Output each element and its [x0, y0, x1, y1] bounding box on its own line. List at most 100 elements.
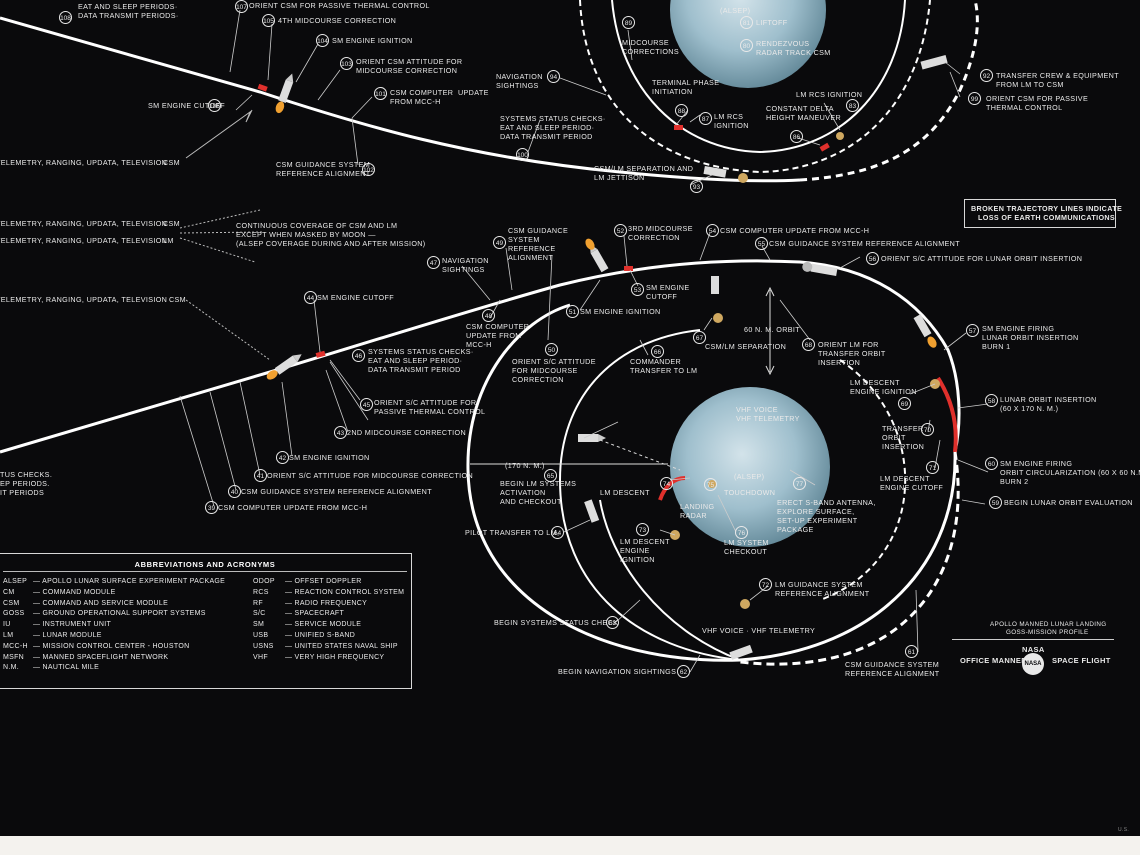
abbreviation-meaning: — LUNAR MODULE: [33, 632, 102, 639]
abbreviation-code: RCS: [253, 588, 269, 596]
lm-icon-93: [738, 173, 748, 183]
step-number-58: 58: [985, 394, 998, 407]
step-number-57: 57: [966, 324, 979, 337]
step-number-108: 108: [59, 11, 72, 24]
channel-target: LM: [163, 236, 174, 245]
abbreviation-meaning: — UNITED STATES NAVAL SHIP: [285, 642, 398, 650]
step-label-105: 4TH MIDCOURSE CORRECTION: [278, 16, 397, 25]
step-number-51: 51: [566, 305, 579, 318]
orbit-60-arrow-head-top: [765, 286, 775, 297]
step-number-87: 87: [699, 112, 712, 125]
mission-title: APOLLO MANNED LUNAR LANDING: [990, 621, 1107, 628]
abbreviation-code: CM: [3, 588, 15, 596]
step-label-47: NAVIGATION SIGHTINGS: [442, 256, 489, 274]
nasa-logo-icon: NASA: [1022, 653, 1044, 675]
step-label-108: DATA TRANSMIT PERIODS·: [78, 11, 179, 20]
loi-burn: [936, 376, 958, 453]
print-mark: U.S.: [1118, 827, 1130, 833]
csm-icon-93: [703, 165, 727, 178]
office-right: SPACE FLIGHT: [1052, 656, 1111, 665]
orbit-60-arrow-head-bottom: [765, 365, 775, 376]
step-label-52: 3RD MIDCOURSE CORRECTION: [628, 224, 693, 242]
abbreviation-code: VHF: [253, 653, 268, 661]
step-number-70: 70: [921, 423, 934, 436]
step-number-49: 49: [493, 236, 506, 249]
broken-lines-note: BROKEN TRAJECTORY LINES INDICATE LOSS OF…: [964, 199, 1122, 228]
step-number-89: 89: [622, 16, 635, 29]
step-number-65: 65: [544, 469, 557, 482]
step-number-40: 40: [228, 485, 241, 498]
step-label-64: PILOT TRANSFER TO LM,: [465, 528, 560, 537]
abbreviation-code: IU: [3, 621, 11, 629]
step-label-104: SM ENGINE IGNITION: [332, 36, 413, 45]
step-label-48: CSM COMPUTER UPDATE FROM MCC-H: [466, 322, 530, 349]
abbreviations-box: ABBREVIATIONS AND ACRONYMS ALSEP— APOLLO…: [0, 553, 412, 689]
step-number-71: 71: [926, 461, 939, 474]
step-label-72: LM GUIDANCE SYSTEM REFERENCE ALIGNMENT: [775, 580, 870, 598]
step-label-107: ORIENT CSM FOR PASSIVE THERMAL CONTROL: [249, 1, 430, 10]
abbreviation-meaning: — VERY HIGH FREQUENCY: [285, 653, 385, 661]
eat-sleep-top-label: EAT AND SLEEP PERIODS·: [78, 2, 178, 11]
channel-label: TELEMETRY, RANGING, UPDATA, TELEVISION: [0, 295, 168, 304]
lm-rcs-ignition-label: LM RCS IGNITION: [796, 90, 863, 99]
csm-icon-64: [584, 499, 600, 523]
abbreviation-meaning: — SPACECRAFT: [285, 610, 345, 618]
title-rule: [952, 639, 1114, 640]
step-label-81: LIFTOFF: [756, 18, 788, 27]
step-label-70: TRANSFER ORBIT INSERTION: [882, 424, 925, 451]
abbreviation-meaning: — OFFSET DOPPLER: [285, 578, 362, 585]
abbreviation-meaning: — NAUTICAL MILE: [33, 664, 100, 672]
step-label-89: MIDCOURSE CORRECTIONS: [622, 38, 679, 56]
step-number-75: 75: [704, 478, 717, 491]
step-number-86: 86: [790, 130, 803, 143]
step-number-99: 99: [968, 92, 981, 105]
step-label-99: ORIENT CSM FOR PASSIVE THERMAL CONTROL: [986, 94, 1089, 112]
abbreviation-code: LM: [3, 632, 14, 639]
step-label-41: ORIENT S/C ATTITUDE FOR MIDCOURSE CORREC…: [267, 471, 474, 480]
abbreviation-code: MCC-H: [3, 642, 28, 650]
abbreviation-meaning: — UNIFIED S-BAND: [285, 632, 356, 639]
csm-lm-icon-56: [802, 261, 838, 277]
step-number-68: 68: [802, 338, 815, 351]
lm-icon-72: [740, 599, 750, 609]
step-number-59: 59: [989, 496, 1002, 509]
step-label-100: SYSTEMS STATUS CHECKS· EAT AND SLEEP PER…: [500, 114, 606, 141]
channel-label: TELEMETRY, RANGING, UPDATA, TELEVISION: [0, 236, 168, 245]
step-label-54: CSM COMPUTER UPDATE FROM MCC-H: [720, 226, 870, 235]
step-number-46: 46: [352, 349, 365, 362]
step-number-103: 103: [340, 57, 353, 70]
channel-label: TELEMETRY, RANGING, UPDATA, TELEVISION: [0, 158, 168, 167]
alsep-bottom-label: (ALSEP): [734, 472, 765, 481]
step-number-88: 88: [675, 104, 688, 117]
step-number-54: 54: [706, 224, 719, 237]
abbreviation-meaning: — APOLLO LUNAR SURFACE EXPERIMENT PACKAG…: [33, 578, 226, 585]
step-label-106: SM ENGINE CUTOFF: [148, 101, 225, 110]
vhf-voice-moon-label: VHF VOICE VHF TELEMETRY: [736, 405, 800, 423]
abbreviation-code: N.M.: [3, 664, 19, 672]
abbreviation-meaning: — GROUND OPERATIONAL SUPPORT SYSTEMS: [33, 610, 206, 618]
step-label-63: BEGIN SYSTEMS STATUS CHECK: [494, 618, 619, 627]
burn-mark-43: [315, 350, 326, 358]
step-label-103: ORIENT CSM ATTITUDE FOR MIDCOURSE CORREC…: [356, 57, 463, 75]
csm-icon-92: [920, 55, 948, 70]
channel-target: CSM: [163, 219, 181, 228]
step-label-42: SM ENGINE IGNITION: [289, 453, 370, 462]
alsep-top-label: (ALSEP): [720, 6, 751, 15]
step-label-88: TERMINAL PHASE INITIATION: [652, 78, 720, 96]
step-number-72: 72: [759, 578, 772, 591]
abbreviation-meaning: — COMMAND MODULE: [33, 588, 116, 596]
landing-radar-label: LANDING RADAR: [680, 502, 715, 520]
step-number-56: 56: [866, 252, 879, 265]
step-label-56: ORIENT S/C ATTITUDE FOR LUNAR ORBIT INSE…: [881, 254, 1083, 263]
channel-target: CSM: [163, 158, 181, 167]
step-number-61: 61: [905, 645, 918, 658]
step-label-76: LM SYSTEM CHECKOUT: [724, 538, 769, 556]
step-label-40: CSM GUIDANCE SYSTEM REFERENCE ALIGNMENT: [241, 487, 432, 496]
step-label-66: COMMANDER TRANSFER TO LM: [630, 357, 698, 375]
step-number-44: 44: [304, 291, 317, 304]
step-number-43: 43: [334, 426, 347, 439]
lunar-orbit-outer: [466, 303, 957, 662]
lm-icon-67b: [713, 313, 723, 323]
step-label-49: CSM GUIDANCE SYSTEM REFERENCE ALIGNMENT: [508, 226, 569, 262]
step-number-92: 92: [980, 69, 993, 82]
